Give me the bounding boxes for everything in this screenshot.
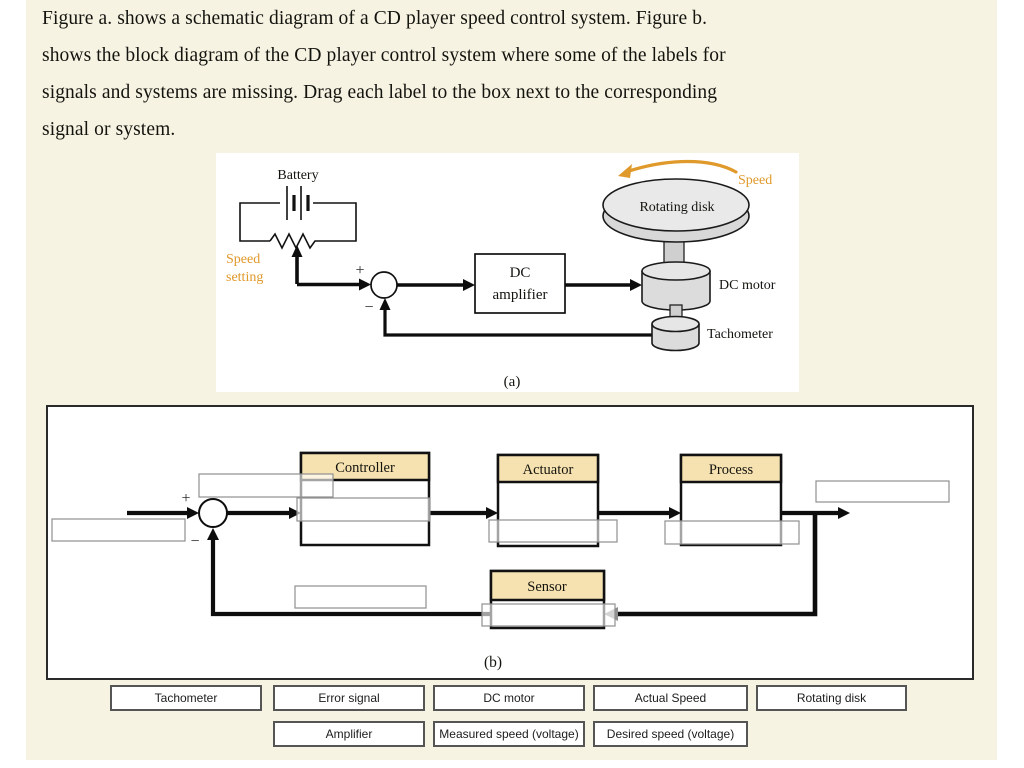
- drop-box-output-signal[interactable]: [815, 480, 950, 503]
- speed-rotation-arrow-icon: [618, 159, 738, 178]
- figure-b-panel: + − Controller Actuator Process: [46, 405, 974, 680]
- drop-box-input-signal[interactable]: [51, 518, 186, 542]
- minus-sign-a: −: [364, 299, 373, 316]
- drop-box-controller[interactable]: [296, 497, 431, 522]
- wiper-arrow-icon: [291, 245, 303, 284]
- input-arrow: [127, 507, 199, 519]
- instruction-line-1: Figure a. shows a schematic diagram of a…: [42, 8, 708, 29]
- dc-amplifier-label-1: DC: [510, 265, 531, 281]
- dc-amplifier-label-2: amplifier: [493, 287, 548, 303]
- drop-box-actuator[interactable]: [488, 519, 618, 543]
- output-arrow: [781, 507, 850, 519]
- label-chip-measured-speed[interactable]: Measured speed (voltage): [433, 721, 585, 747]
- feedback-to-junction-line: [207, 528, 491, 617]
- dc-motor-label: DC motor: [719, 278, 776, 293]
- figure-b-diagram: + − Controller Actuator Process: [51, 451, 950, 671]
- instruction-line-3: signals and systems are missing. Drag ea…: [42, 82, 718, 103]
- label-chip-desired-speed[interactable]: Desired speed (voltage): [593, 721, 748, 747]
- label-chip-tachometer[interactable]: Tachometer: [110, 685, 262, 711]
- label-chip-error-signal[interactable]: Error signal: [273, 685, 425, 711]
- figure-a-panel: + − DC amplifier: [216, 153, 799, 392]
- rotating-disk: [602, 178, 750, 243]
- actuator-label: Actuator: [523, 462, 574, 478]
- instruction-line-2: shows the block diagram of the CD player…: [42, 45, 726, 66]
- junction-to-controller-arrow: [227, 507, 301, 519]
- sensor-label: Sensor: [527, 579, 567, 595]
- drop-box-sensor[interactable]: [481, 603, 616, 627]
- battery-icon: [286, 186, 310, 220]
- error-arrow-a: [397, 279, 475, 291]
- process-label: Process: [709, 462, 754, 478]
- tachometer-label: Tachometer: [707, 327, 773, 342]
- minus-sign-b: −: [190, 533, 199, 550]
- feedback-down-line: [616, 513, 818, 617]
- figure-a-caption: (a): [504, 374, 521, 390]
- figure-b-caption: (b): [484, 654, 502, 671]
- dc-amplifier-box: [474, 253, 566, 314]
- actuator-to-process-arrow: [598, 507, 681, 519]
- speed-setting-label-2: setting: [226, 270, 263, 285]
- amplifier-to-motor-arrow: [565, 279, 642, 291]
- battery-circuit-loop: [239, 202, 357, 242]
- summing-junction-b: [198, 498, 228, 528]
- speed-setting-label-1: Speed: [226, 252, 260, 267]
- content-area: Figure a. shows a schematic diagram of a…: [26, 0, 997, 760]
- drop-box-feedback-signal[interactable]: [294, 585, 427, 609]
- tachometer-cylinder: [651, 315, 700, 352]
- drop-box-process[interactable]: [664, 520, 800, 545]
- potentiometer-icon: [269, 232, 317, 250]
- label-chip-actual-speed[interactable]: Actual Speed: [593, 685, 748, 711]
- instruction-line-4: signal or system.: [42, 119, 176, 140]
- drop-box-error-signal[interactable]: [198, 473, 334, 498]
- plus-sign-a: +: [355, 262, 364, 279]
- plus-sign-b: +: [181, 490, 190, 507]
- label-chip-amplifier[interactable]: Amplifier: [273, 721, 425, 747]
- summing-junction-a: [370, 271, 398, 299]
- feedback-line-a: [379, 298, 652, 337]
- battery-label: Battery: [277, 168, 318, 183]
- rotating-disk-label: Rotating disk: [639, 200, 714, 215]
- speed-label: Speed: [738, 173, 772, 188]
- controller-to-actuator-arrow: [429, 507, 498, 519]
- controller-label: Controller: [335, 460, 395, 476]
- speed-setting-arrow: [297, 278, 371, 291]
- label-chip-rotating-disk[interactable]: Rotating disk: [756, 685, 907, 711]
- label-chip-dc-motor[interactable]: DC motor: [433, 685, 585, 711]
- figure-a-schematic: + − DC amplifier: [226, 159, 776, 390]
- dc-motor-cylinder: [641, 261, 711, 311]
